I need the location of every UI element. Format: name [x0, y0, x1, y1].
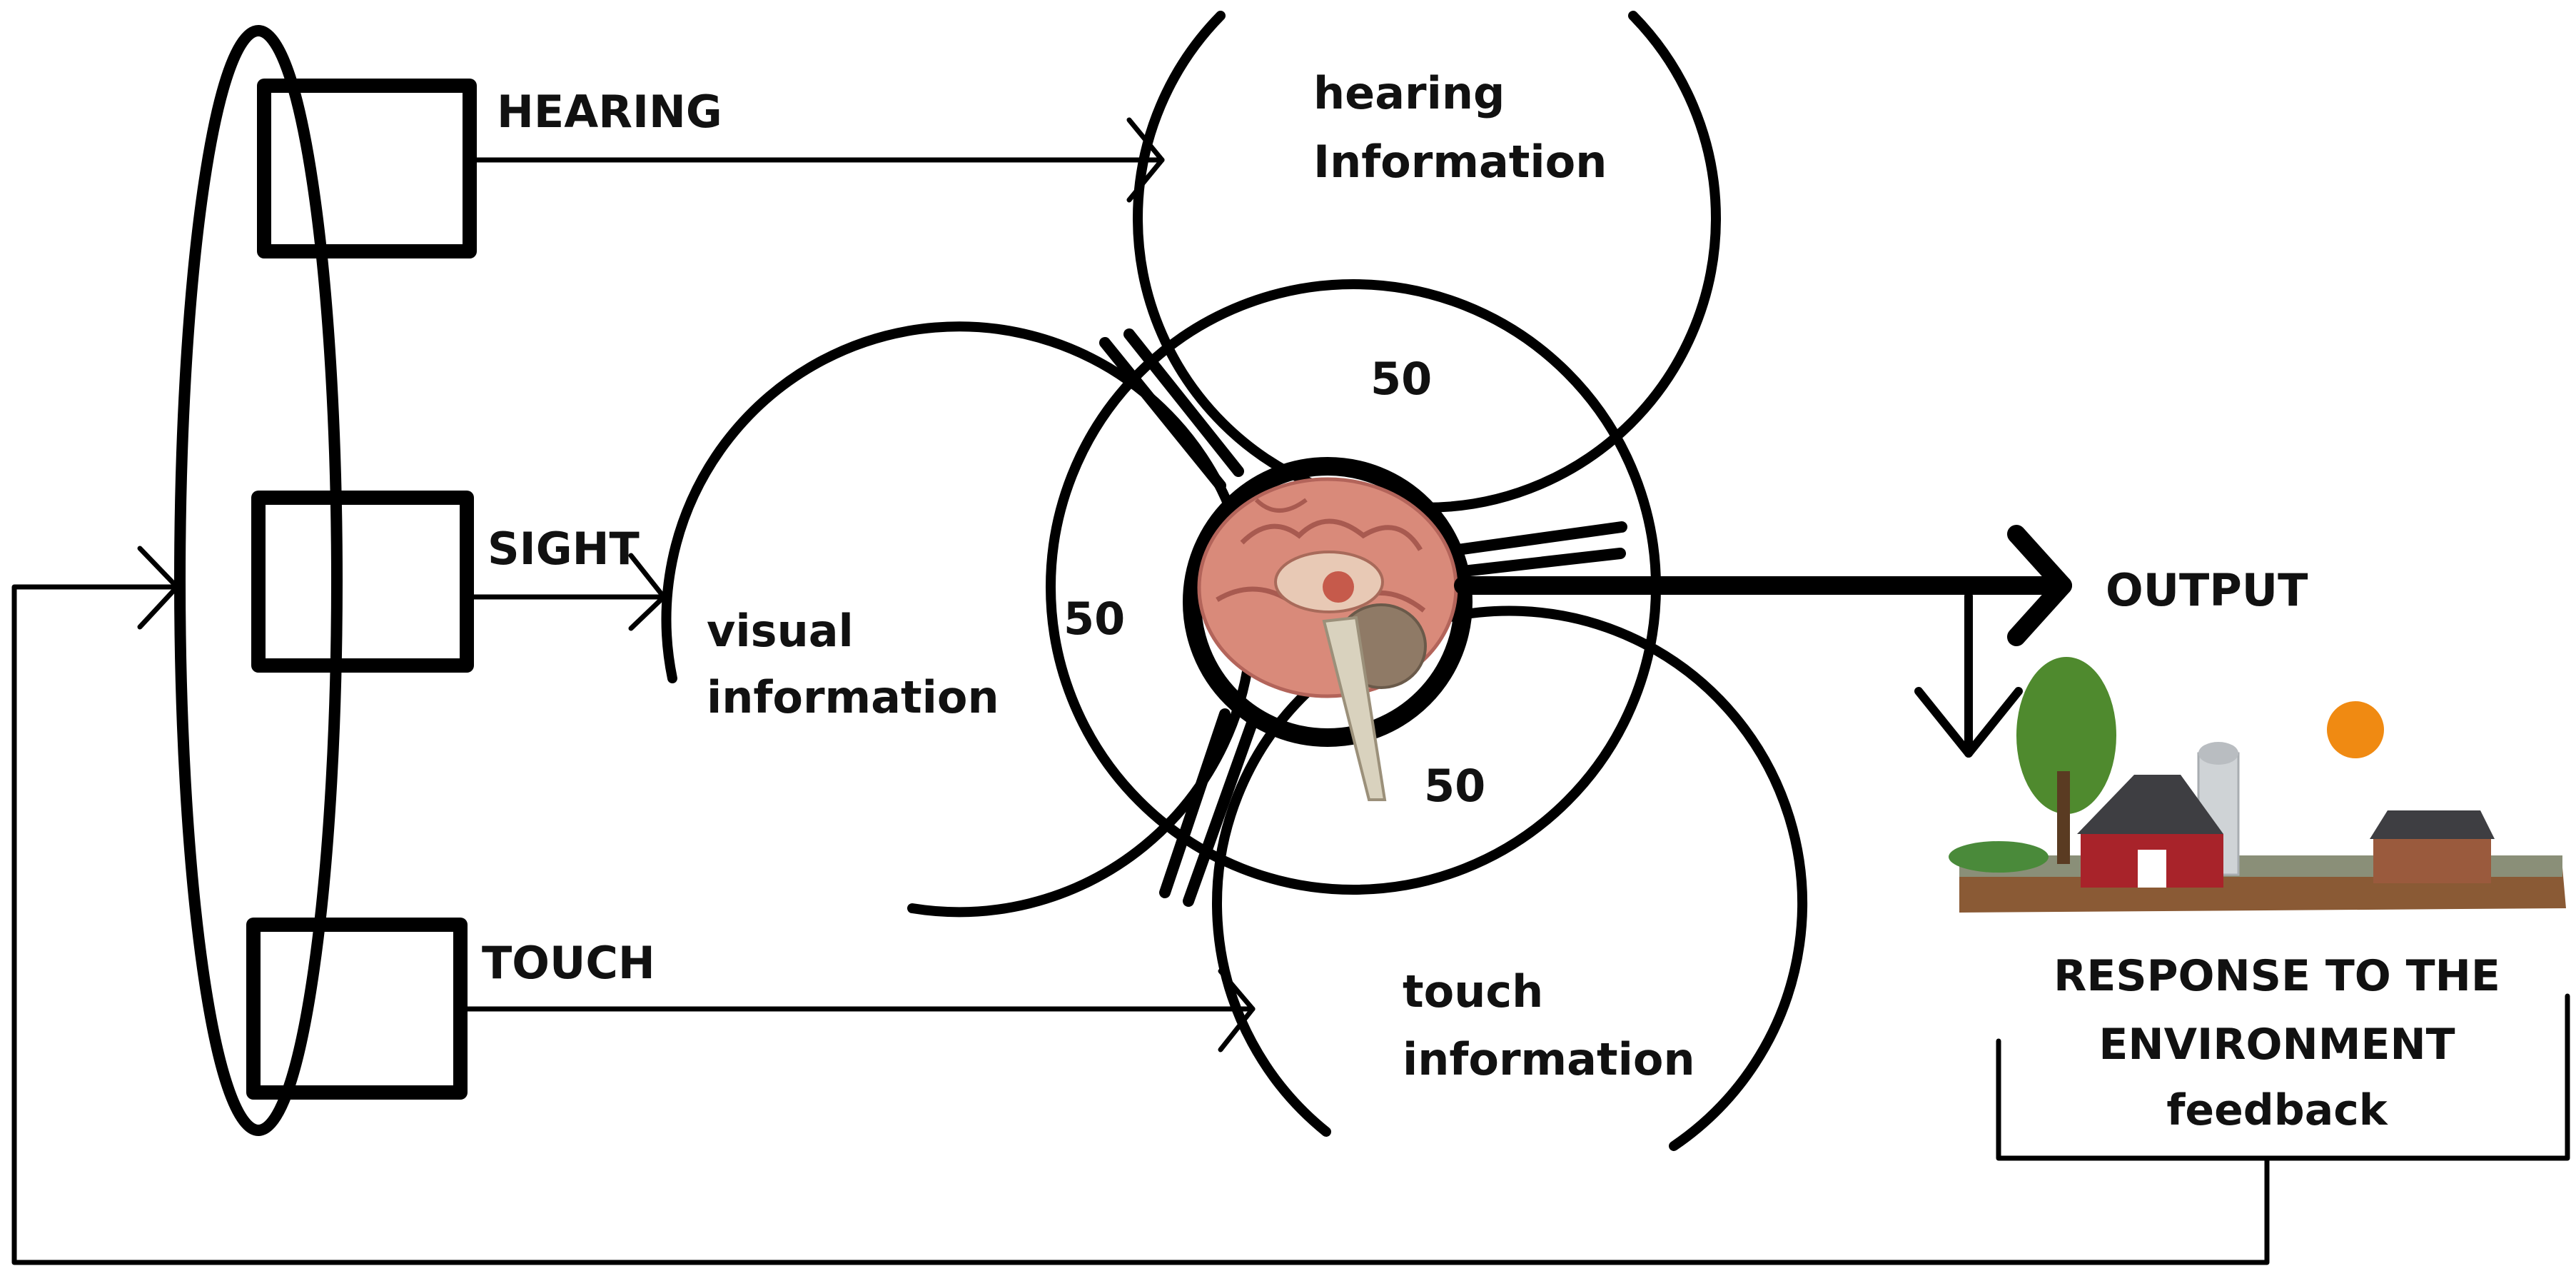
touch-information-arc [1212, 606, 1808, 1151]
sight-box [251, 491, 474, 673]
visual-info-line2: information [707, 671, 999, 723]
environment-picture [1949, 657, 2566, 913]
touch-info-line1: touch [1403, 965, 1543, 1018]
output-arrow [1454, 525, 2072, 758]
visual-info-line1: visual [707, 605, 854, 657]
touch-box [246, 918, 468, 1100]
response-line3: feedback [2166, 1085, 2388, 1135]
hearing-box [257, 79, 477, 258]
hearing-info-line1: hearing [1313, 67, 1505, 119]
response-bracket [1996, 993, 2570, 1161]
weight-bottom: 50 [1424, 760, 1485, 812]
response-line1: RESPONSE TO THE [2054, 951, 2500, 1001]
weight-top: 50 [1370, 353, 1432, 405]
output-label: OUTPUT [2106, 564, 2308, 616]
brain-ring [1183, 457, 1473, 747]
hearing-label: HEARING [497, 86, 722, 138]
brain-image [1197, 477, 1458, 801]
feedback-arrowhead [137, 546, 180, 630]
feedback-loop-line [11, 584, 2270, 1265]
sight-label: SIGHT [488, 523, 640, 575]
weight-left: 50 [1064, 593, 1125, 645]
connection-beams [1099, 328, 1627, 907]
response-line2: ENVIRONMENT [2098, 1020, 2455, 1070]
hearing-info-line2: Information [1313, 136, 1607, 188]
touch-label: TOUCH [482, 937, 655, 989]
touch-info-line2: information [1403, 1033, 1695, 1085]
sensory-ellipse [174, 25, 343, 1136]
